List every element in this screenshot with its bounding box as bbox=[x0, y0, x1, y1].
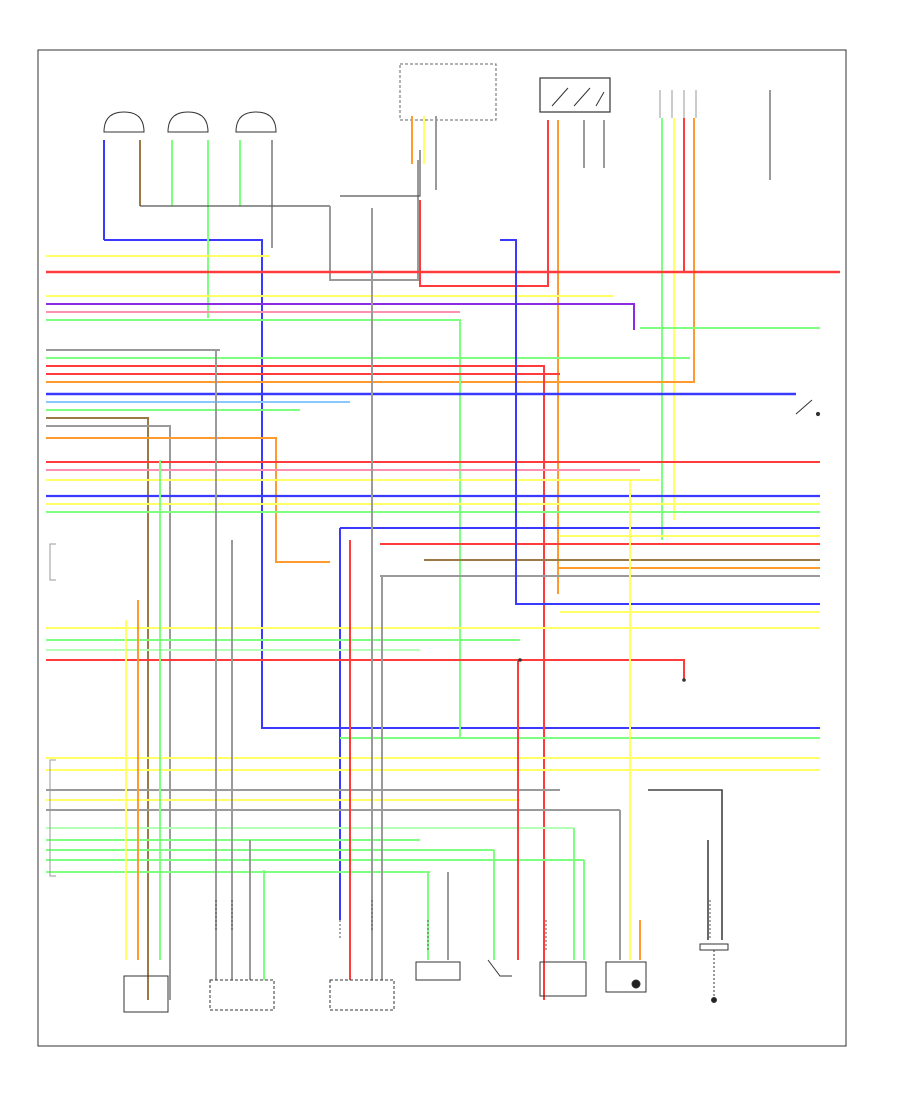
wire-black-top bbox=[340, 150, 421, 197]
diagram-frame bbox=[37, 49, 847, 1047]
connector-top-right bbox=[659, 90, 697, 118]
switch-box bbox=[539, 77, 611, 113]
left-connector-bracket-1 bbox=[49, 543, 56, 581]
bus-blue-4 bbox=[500, 239, 820, 605]
bottom-sensor-5 bbox=[487, 959, 512, 977]
ground-switch bbox=[795, 399, 821, 417]
wire-blue-s1-run bbox=[104, 239, 820, 729]
switch-contacts bbox=[551, 87, 605, 107]
junction-dot-1 bbox=[682, 678, 686, 682]
bus-red-2 bbox=[419, 200, 549, 287]
sensor-3 bbox=[235, 111, 277, 133]
bottom-sensor-6 bbox=[539, 961, 587, 997]
bus-red-7 bbox=[46, 659, 685, 680]
bus-orange bbox=[46, 437, 330, 563]
relay-box bbox=[399, 63, 497, 121]
bottom-sensor-8 bbox=[699, 943, 729, 951]
bottom-sensor-3 bbox=[329, 979, 395, 1011]
left-connector-bracket-2 bbox=[49, 759, 56, 877]
bottom-sensor-7 bbox=[605, 961, 647, 993]
bottom-sensor-1 bbox=[123, 975, 169, 1013]
bottom-sensor-4 bbox=[415, 961, 461, 981]
bus-blue-3 bbox=[339, 527, 820, 920]
bottom-sensor-7-ground bbox=[631, 979, 641, 989]
drop-black-1 bbox=[648, 789, 723, 940]
bus-red-3 bbox=[46, 365, 545, 1000]
sensor-1 bbox=[103, 111, 145, 133]
bus-purple bbox=[46, 303, 635, 330]
wire-gray-mid bbox=[329, 160, 419, 281]
junction-dot-2 bbox=[518, 658, 522, 662]
bus-brown bbox=[46, 417, 149, 1000]
bottom-sensor-8-ground bbox=[711, 997, 717, 1003]
bottom-sensor-2 bbox=[209, 979, 275, 1011]
wire-orange-c4 bbox=[46, 118, 695, 383]
bus-green-1 bbox=[46, 319, 461, 738]
bus-gray-2 bbox=[46, 425, 171, 1000]
sensor-2 bbox=[167, 111, 209, 133]
